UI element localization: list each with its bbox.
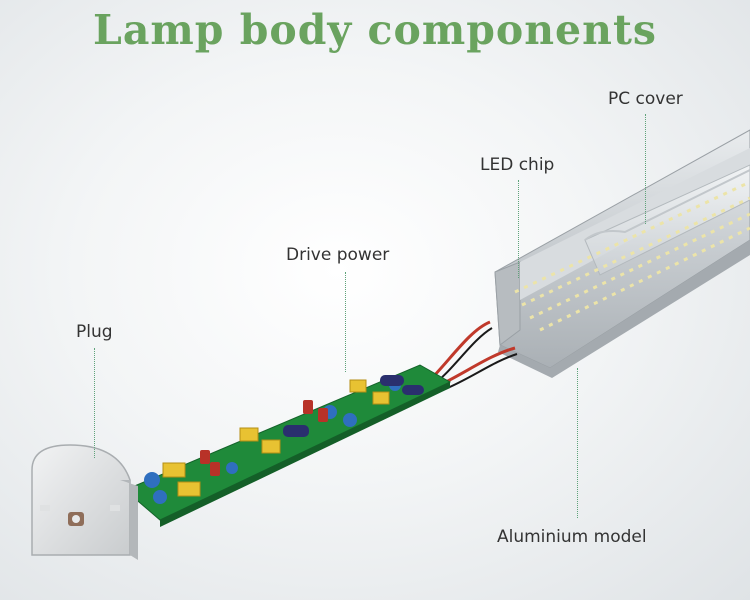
aluminium-model-leader bbox=[577, 368, 578, 518]
pc-cover-label: PC cover bbox=[608, 89, 683, 109]
drive-power-leader bbox=[345, 272, 346, 372]
plug-leader bbox=[94, 348, 95, 458]
led-chip-label: LED chip bbox=[480, 155, 555, 175]
page-title: Lamp body components bbox=[93, 6, 657, 54]
aluminium-model-label: Aluminium model bbox=[497, 527, 647, 547]
driver-pcb bbox=[124, 364, 452, 527]
led-chip-leader bbox=[518, 180, 519, 278]
pc-cover-leader bbox=[645, 114, 646, 224]
led-strips bbox=[514, 180, 750, 332]
drive-power-label: Drive power bbox=[286, 245, 390, 265]
plug-label: Plug bbox=[76, 322, 113, 342]
pc-cover bbox=[584, 164, 750, 276]
plug-end-cap bbox=[31, 444, 138, 560]
